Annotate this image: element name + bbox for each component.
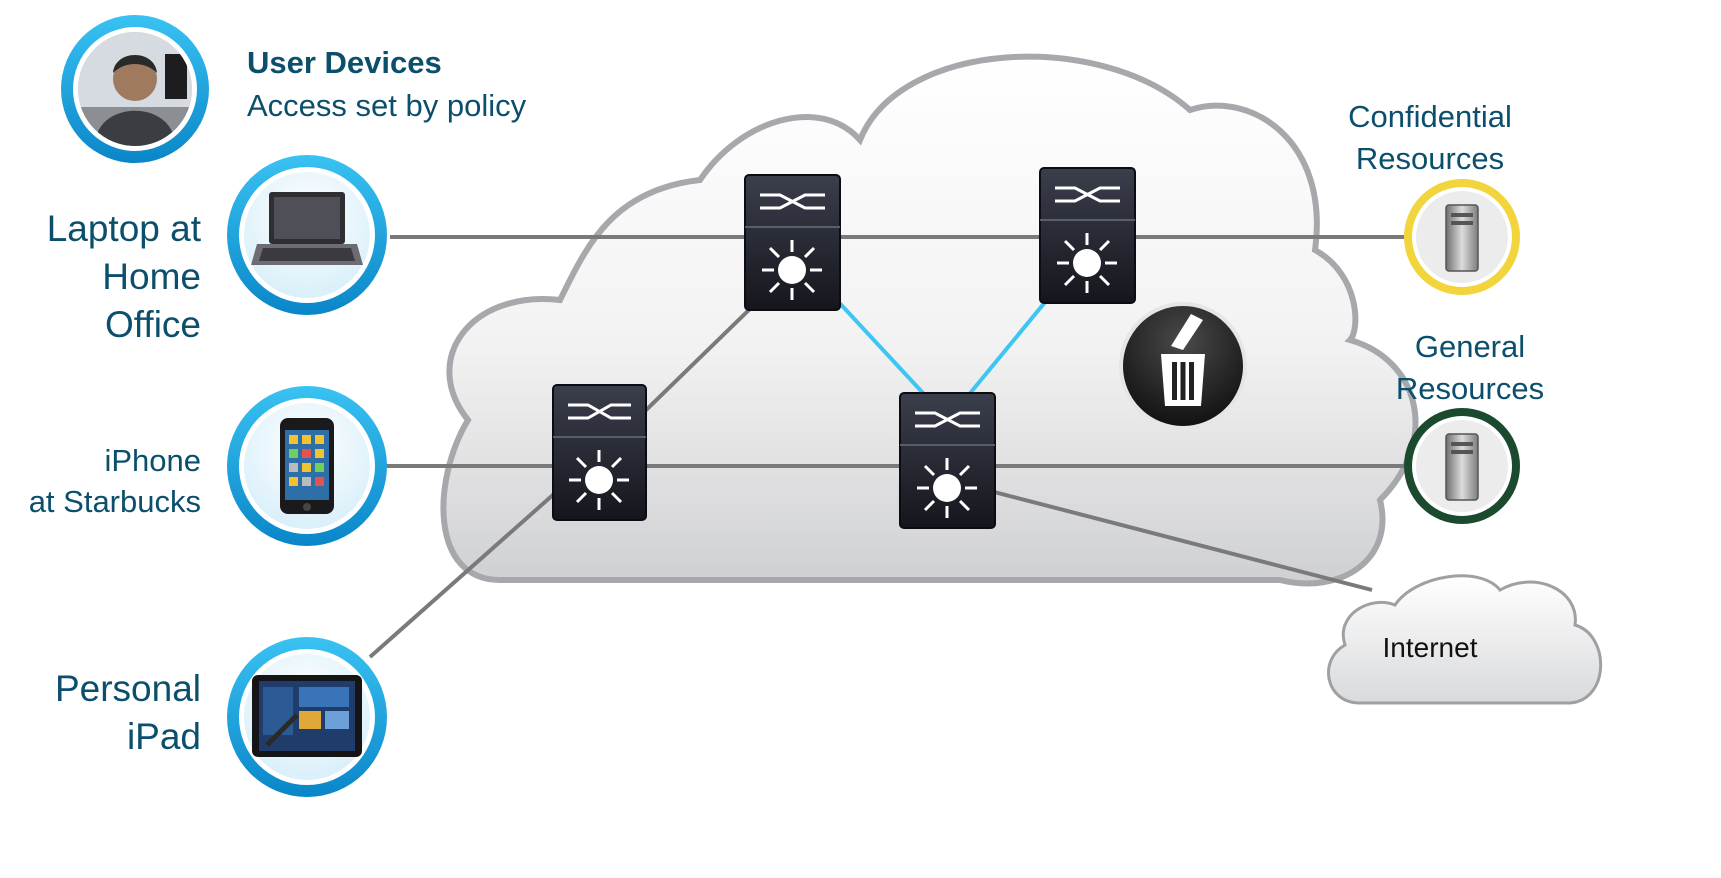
trash-icon: [1119, 302, 1247, 430]
laptop-label: Laptop at Home Office: [47, 205, 201, 349]
header-subtitle: Access set by policy: [247, 88, 527, 123]
confidential-resources-label: Confidential Resources: [1330, 96, 1530, 180]
confidential-label-line-1: Confidential: [1348, 99, 1512, 134]
layer2-arrows-icon: [915, 411, 980, 428]
laptop-label-line-2: Home: [102, 256, 201, 297]
laptop-label-line-3: Office: [105, 304, 201, 345]
router-icon: [569, 450, 629, 510]
ipad-label-line-1: Personal: [54, 668, 201, 709]
laptop-icon: [227, 155, 387, 315]
header-title: User Devices: [247, 45, 442, 80]
layer2-arrows-icon: [760, 193, 825, 210]
internet-cloud-icon: [1327, 574, 1603, 705]
smartphone-icon: [227, 386, 387, 546]
network-cloud: [440, 53, 1419, 587]
tablet-icon: [227, 637, 387, 797]
server-icon-general: [1404, 408, 1520, 524]
switch-core-1: [744, 174, 841, 311]
router-icon: [1057, 233, 1117, 293]
switch-access-2: [899, 392, 996, 529]
layer2-arrows-icon: [1055, 186, 1120, 203]
iphone-label: iPhone at Starbucks: [29, 440, 201, 522]
laptop-label-line-1: Laptop at: [46, 208, 201, 249]
router-icon: [917, 458, 977, 518]
iphone-label-line-1: iPhone: [104, 443, 201, 478]
layer2-arrows-icon: [568, 403, 631, 420]
wire-internet: [947, 478, 1373, 592]
general-label-line-1: General: [1414, 329, 1526, 364]
avatar-icon: [61, 15, 209, 163]
iphone-label-line-2: at Starbucks: [28, 484, 201, 519]
router-icon: [762, 240, 822, 300]
general-label-line-2: Resources: [1395, 371, 1545, 406]
switch-access-1: [552, 384, 647, 521]
ipad-label-line-2: iPad: [126, 716, 201, 757]
general-resources-label: General Resources: [1370, 326, 1570, 410]
switch-core-2: [1039, 167, 1136, 304]
internet-label: Internet: [1382, 632, 1478, 663]
ipad-label: Personal iPad: [55, 665, 201, 761]
server-icon-confidential: [1404, 179, 1520, 295]
confidential-label-line-2: Resources: [1355, 141, 1505, 176]
